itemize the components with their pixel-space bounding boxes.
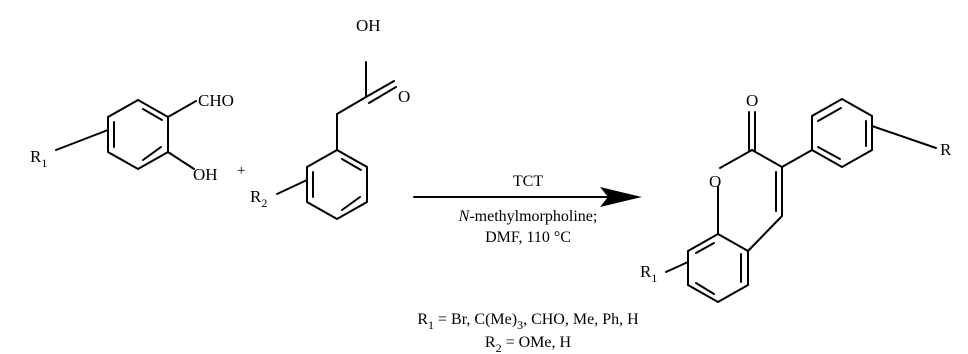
reactant2-carbonyl-o-label: O [398, 87, 410, 106]
product-aryl-ring [781, 97, 937, 169]
reactant-salicylaldehyde: CHO OH R1 [30, 91, 234, 184]
product-benzo-ring [687, 232, 749, 304]
r1-definition: R1 = Br, C(Me)3, CHO, Me, Ph, H [417, 311, 639, 332]
reactant1-r1-label: R1 [30, 147, 47, 170]
condition-base: N-methylmorpholine; [458, 208, 598, 225]
plus-sign: + [237, 163, 245, 179]
reactant1-aldehyde-label: CHO [198, 91, 234, 110]
product-r1-label: R1 [640, 262, 657, 285]
reactant2-carbonyl-bond-a [365, 80, 395, 98]
reactant2-r2-label: R2 [250, 187, 267, 210]
reactant2-benzene-ring [306, 148, 368, 221]
product-pyrone-ring [717, 111, 783, 252]
reactant1-r1-bond [55, 129, 109, 151]
product-r1-bond [665, 261, 689, 273]
product-coumarin: O O R1 R [640, 91, 952, 304]
reactant2-hydroxyl-label: OH [356, 16, 381, 35]
reactant-phenylacetic-acid: OH O R2 [250, 16, 410, 221]
condition-reagent: TCT [513, 173, 543, 190]
reactant2-r2-bond [276, 179, 308, 195]
reactant1-aldehyde-bond [167, 100, 197, 118]
reactant2-acid-carbon-bond [336, 96, 367, 115]
reactant2-carbonyl-bond-b [368, 86, 397, 104]
r2-definition: R2 = OMe, H [485, 334, 572, 354]
reactant1-benzene-ring [107, 98, 169, 171]
reaction-arrow [413, 187, 642, 207]
reactant1-hydroxyl-bond [167, 151, 195, 170]
product-ring-o-label: O [709, 172, 721, 191]
product-r-bond [871, 125, 937, 149]
condition-solvent-temperature: DMF, 110 °C [485, 229, 571, 246]
reactant1-hydroxyl-label: OH [193, 165, 218, 184]
product-r-label: R [940, 140, 952, 159]
product-carbonyl-o-label: O [746, 91, 758, 110]
